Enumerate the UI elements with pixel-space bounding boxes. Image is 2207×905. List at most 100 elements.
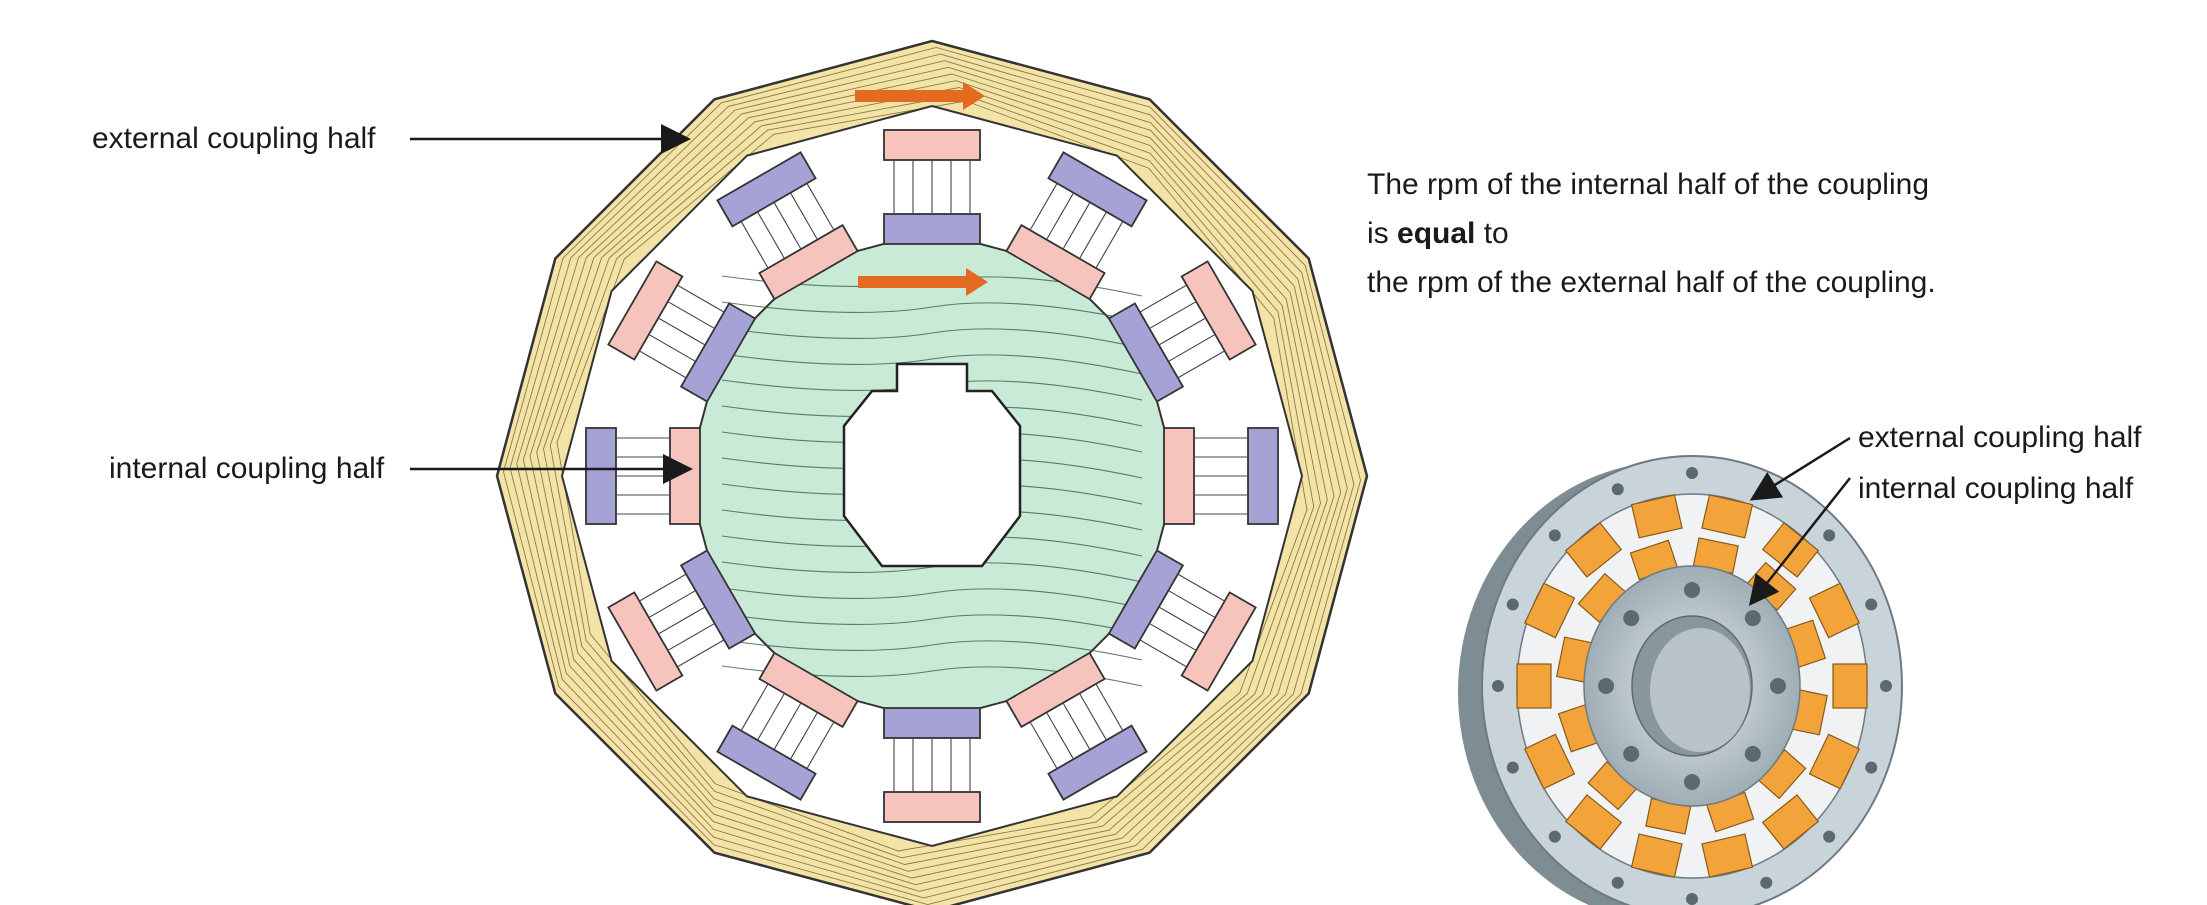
field-line [1029, 183, 1058, 231]
flux-line [522, 66, 1342, 886]
description-line-3: the rpm of the external half of the coup… [1367, 266, 1936, 299]
field-line [639, 350, 687, 379]
bolt-hole [1770, 678, 1786, 694]
field-line [1029, 721, 1058, 769]
description-suffix: to [1483, 217, 1509, 250]
flux-line [549, 93, 1315, 859]
field-line [740, 683, 769, 731]
field-line [806, 183, 835, 231]
bolt-hole [1492, 680, 1504, 692]
field-line [1158, 606, 1206, 635]
inner-magnet [1163, 427, 1195, 525]
field-line [1158, 317, 1206, 346]
pole-pair [1163, 427, 1279, 525]
field-line [789, 192, 818, 240]
outer-magnet-3d [1761, 522, 1820, 578]
field-line [1149, 622, 1197, 651]
flux-line [509, 53, 1355, 899]
pole-pair [716, 151, 859, 301]
field-line [677, 639, 725, 668]
core-flux-line [721, 639, 1143, 661]
field-line [1139, 284, 1187, 313]
bolt-hole [1684, 774, 1700, 790]
field-line [740, 221, 769, 269]
field-line [639, 573, 687, 602]
outer-magnet [585, 427, 617, 525]
field-line [1078, 211, 1107, 259]
field-line [677, 284, 725, 313]
outer-magnet [883, 791, 981, 823]
bolt-hole [1744, 745, 1761, 762]
rotation-arrow-icon [858, 268, 988, 296]
bolt-hole [1865, 598, 1878, 611]
pole-pair [607, 549, 757, 692]
leader-right-internal [1748, 477, 1851, 606]
hub-bore-inner [1650, 628, 1750, 752]
bolt-hole [1506, 598, 1519, 611]
flux-line [516, 60, 1348, 892]
outer-magnet-3d [1808, 582, 1861, 639]
description-emphasis: equal [1397, 217, 1476, 250]
field-line [1168, 590, 1216, 619]
field-line [1177, 573, 1225, 602]
field-line [1177, 350, 1225, 379]
core-flux-line [721, 613, 1143, 635]
field-line [789, 712, 818, 760]
leader-right-external [1749, 436, 1851, 501]
outer-magnet-3d [1564, 794, 1623, 850]
bolt-hole [1880, 680, 1892, 692]
field-line [1078, 693, 1107, 741]
bolt-hole [1611, 876, 1624, 889]
flux-line [529, 73, 1335, 879]
core-flux-line [721, 587, 1143, 609]
pole-pair [1005, 151, 1148, 301]
rpm-description: The rpm of the internal half of the coup… [1367, 160, 1936, 307]
bolt-hole [1684, 582, 1700, 598]
description-prefix: is [1367, 217, 1389, 250]
bolt-hole [1506, 761, 1519, 774]
outer-magnet-3d [1523, 582, 1576, 639]
label-left-external: external coupling half [92, 122, 376, 155]
field-line [1046, 192, 1075, 240]
bolt-hole [1623, 610, 1640, 627]
outer-magnet-3d [1564, 522, 1623, 578]
field-line [658, 606, 706, 635]
bolt-hole [1611, 483, 1624, 496]
field-line [1139, 639, 1187, 668]
bolt-hole [1760, 876, 1773, 889]
flux-line [556, 100, 1308, 852]
pole-pair [1005, 651, 1148, 801]
outer-magnet [883, 129, 981, 161]
label-right-external: external coupling half [1858, 421, 2142, 454]
outer-magnet [1180, 591, 1257, 692]
field-line [806, 721, 835, 769]
outer-magnet-3d [1832, 663, 1868, 709]
field-line [658, 317, 706, 346]
outer-magnet [1180, 260, 1257, 361]
bolt-hole [1598, 678, 1614, 694]
pole-pair [1107, 549, 1257, 692]
field-line [667, 301, 715, 330]
field-line [1149, 301, 1197, 330]
coupling-3d-render [1458, 455, 1903, 905]
bolt-hole [1865, 761, 1878, 774]
outer-magnet-3d [1523, 733, 1576, 790]
field-line [1168, 333, 1216, 362]
field-line [1095, 683, 1124, 731]
bolt-hole [1548, 830, 1561, 843]
outer-magnet-3d [1701, 494, 1754, 539]
pole-pair [716, 651, 859, 801]
outer-magnet [1247, 427, 1279, 525]
description-line-1: The rpm of the internal half of the coup… [1367, 168, 1930, 201]
field-line [648, 590, 696, 619]
outer-magnet-3d [1516, 663, 1552, 709]
bolt-hole [1686, 467, 1698, 479]
outer-magnet-3d [1701, 833, 1754, 878]
outer-magnet-3d [1761, 794, 1820, 850]
core-flux-line [721, 301, 1143, 323]
bolt-hole [1823, 830, 1836, 843]
description-line-2: is equal to [1367, 209, 1936, 258]
pole-pair [883, 129, 981, 245]
core-flux-line [721, 353, 1143, 375]
field-line [648, 333, 696, 362]
